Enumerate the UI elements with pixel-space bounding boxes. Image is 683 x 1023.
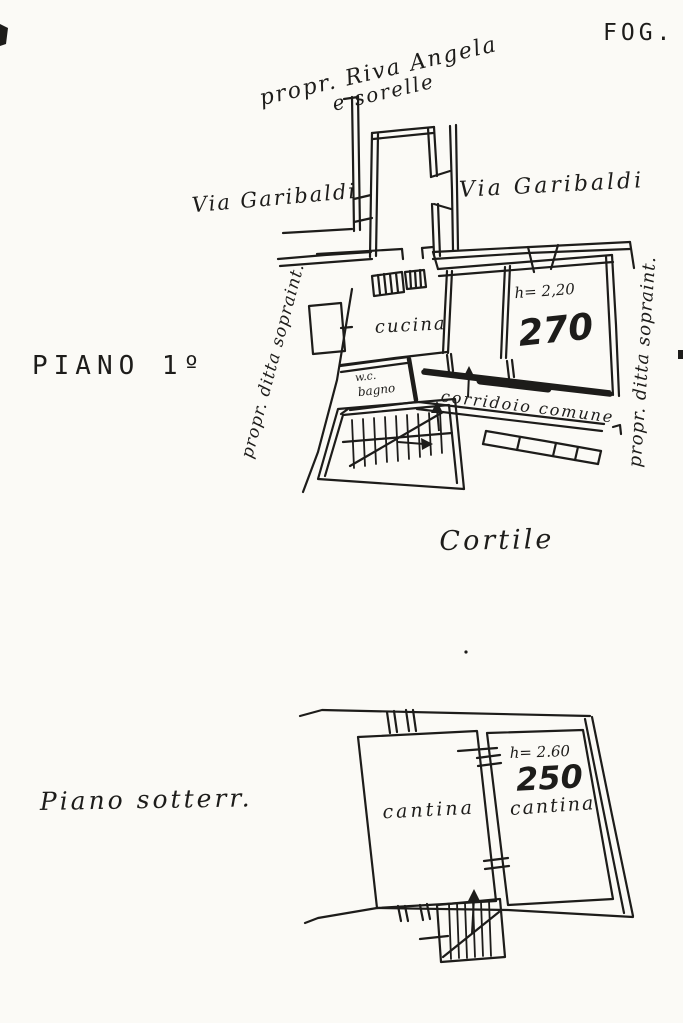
direction-arrows-first-floor [397, 366, 475, 450]
scan-specks [0, 24, 683, 654]
neighbor-right-label: propr. ditta sopraint. [625, 255, 661, 468]
room-label-cellar-left: cantina [382, 797, 476, 824]
folio-label: FOG. [603, 20, 674, 46]
courtyard-label: Cortile [439, 524, 554, 557]
street-label-left: Via Garibaldi [191, 179, 358, 217]
room-label-bath: bagno [357, 381, 396, 399]
height-note-basement: h= 2.60 [509, 742, 570, 762]
parcel-number-270: 270 [516, 306, 595, 355]
room-label-wc: w.c. [354, 369, 377, 384]
room-label-kitchen: cucina [374, 313, 447, 338]
direction-arrow-basement [468, 889, 480, 934]
height-note-first-floor: h= 2,20 [514, 280, 576, 302]
first-floor-title: PIANO 1º [32, 351, 205, 381]
basement-title: Piano sotterr. [39, 783, 253, 816]
basement-plan-walls [298, 708, 635, 964]
parcel-number-250: 250 [515, 757, 584, 798]
neighbor-left-label: propr. ditta sopraint. [237, 261, 308, 461]
first-floor-plan-walls [276, 94, 636, 494]
street-label-right: Via Garibaldi [459, 168, 645, 203]
first-floor-thick-walls [406, 356, 613, 403]
room-label-cellar-right: cantina [509, 792, 596, 820]
